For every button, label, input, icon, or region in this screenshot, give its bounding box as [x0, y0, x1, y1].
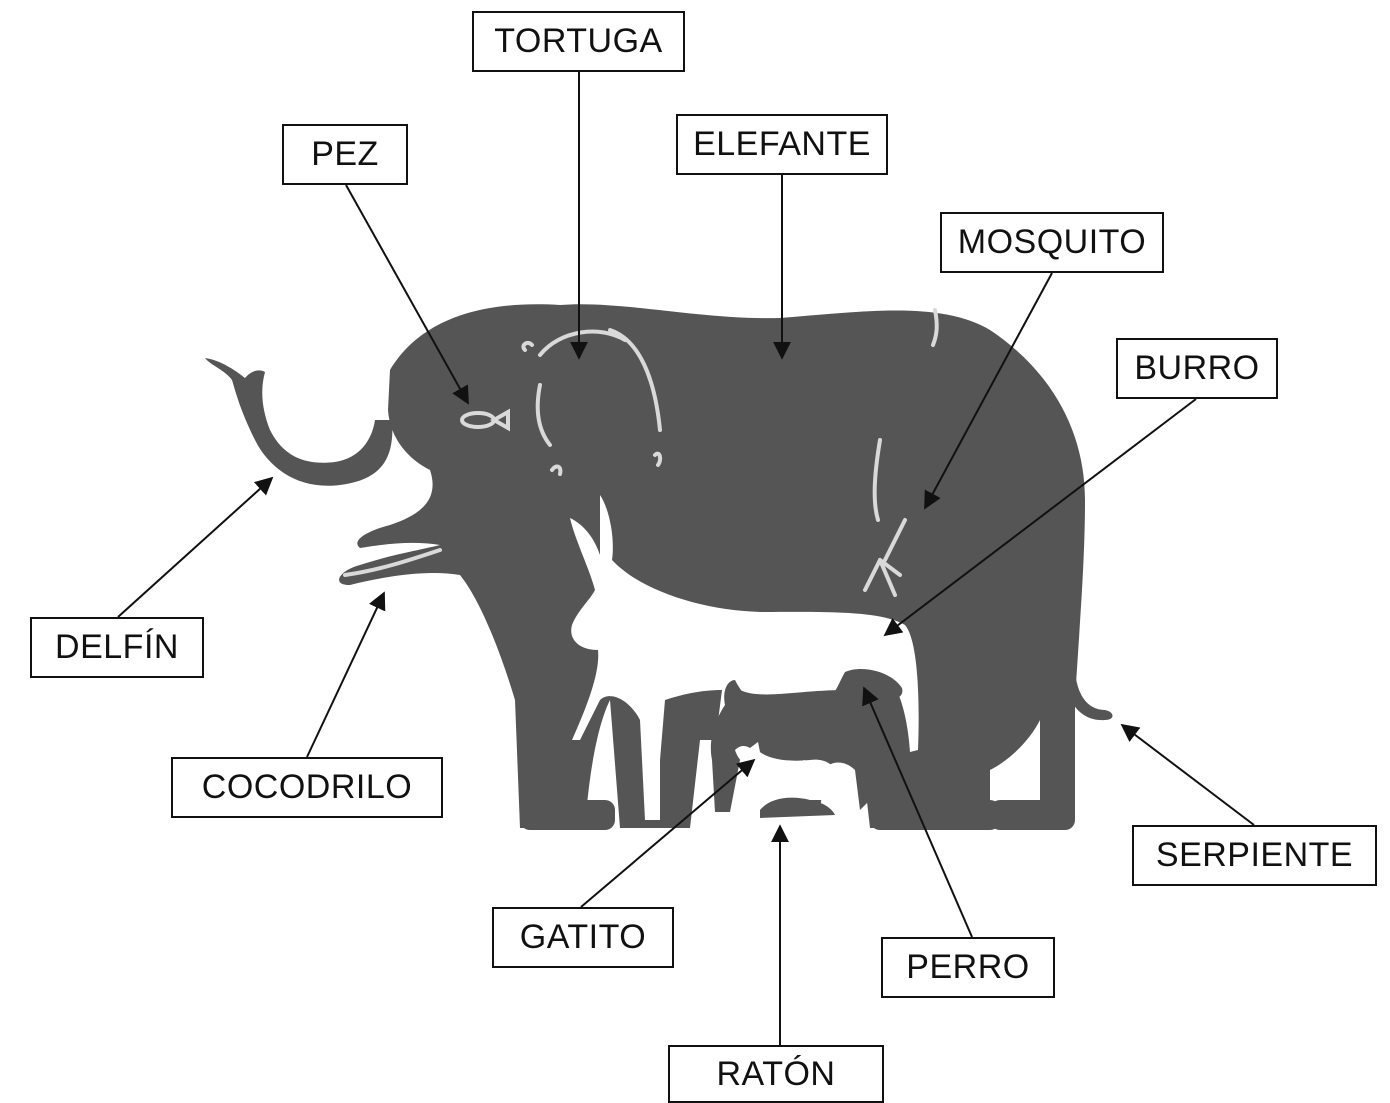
label-elefante: ELEFANTE: [676, 114, 888, 175]
label-cocodrilo: COCODRILO: [171, 757, 443, 818]
leader-serpiente: [1122, 725, 1254, 825]
label-perro: PERRO: [881, 937, 1055, 998]
leader-delfin: [118, 478, 272, 617]
label-tortuga: TORTUGA: [472, 11, 685, 72]
label-delfin: DELFÍN: [30, 617, 204, 678]
leader-cocodrilo: [307, 593, 384, 757]
mouse-silhouette: [760, 798, 835, 818]
label-burro: BURRO: [1116, 338, 1278, 399]
label-raton: RATÓN: [668, 1045, 884, 1103]
label-mosquito: MOSQUITO: [940, 212, 1164, 273]
label-gatito: GATITO: [492, 907, 674, 968]
label-serpiente: SERPIENTE: [1132, 825, 1377, 886]
label-pez: PEZ: [282, 124, 408, 185]
